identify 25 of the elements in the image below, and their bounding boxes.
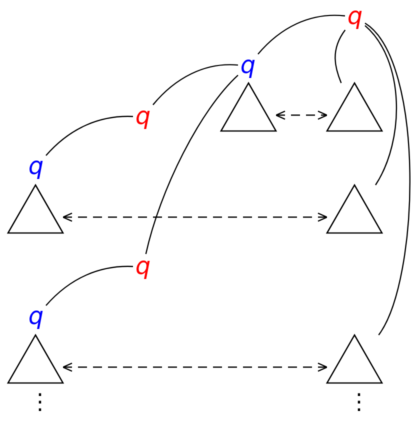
- curved-line: [364, 25, 397, 186]
- triangle-shape: [8, 185, 63, 233]
- variable-label: q: [26, 304, 46, 330]
- curved-line: [46, 266, 133, 306]
- variable-label: q: [26, 154, 46, 180]
- triangle-shape: [8, 335, 63, 383]
- dashed-arrow: [62, 362, 328, 372]
- curved-line: [46, 116, 133, 156]
- curved-line: [145, 74, 238, 254]
- triangle-shape: [327, 335, 382, 383]
- dashed-arrow: [62, 212, 328, 222]
- triangle-shape: [221, 83, 276, 131]
- curved-line: [334, 30, 346, 84]
- vertical-ellipsis: ⋮: [348, 392, 362, 414]
- curved-line: [258, 14, 346, 55]
- triangle-shape: [327, 83, 382, 131]
- triangle-shape: [327, 185, 382, 233]
- dashed-arrow: [275, 110, 328, 120]
- curved-line: [152, 64, 238, 106]
- variable-label: q: [133, 104, 153, 130]
- vertical-ellipsis: ⋮: [29, 392, 43, 414]
- variable-label: q: [238, 53, 258, 79]
- variable-label: q: [133, 254, 153, 280]
- variable-label: q: [345, 4, 365, 30]
- curved-line: [364, 22, 410, 336]
